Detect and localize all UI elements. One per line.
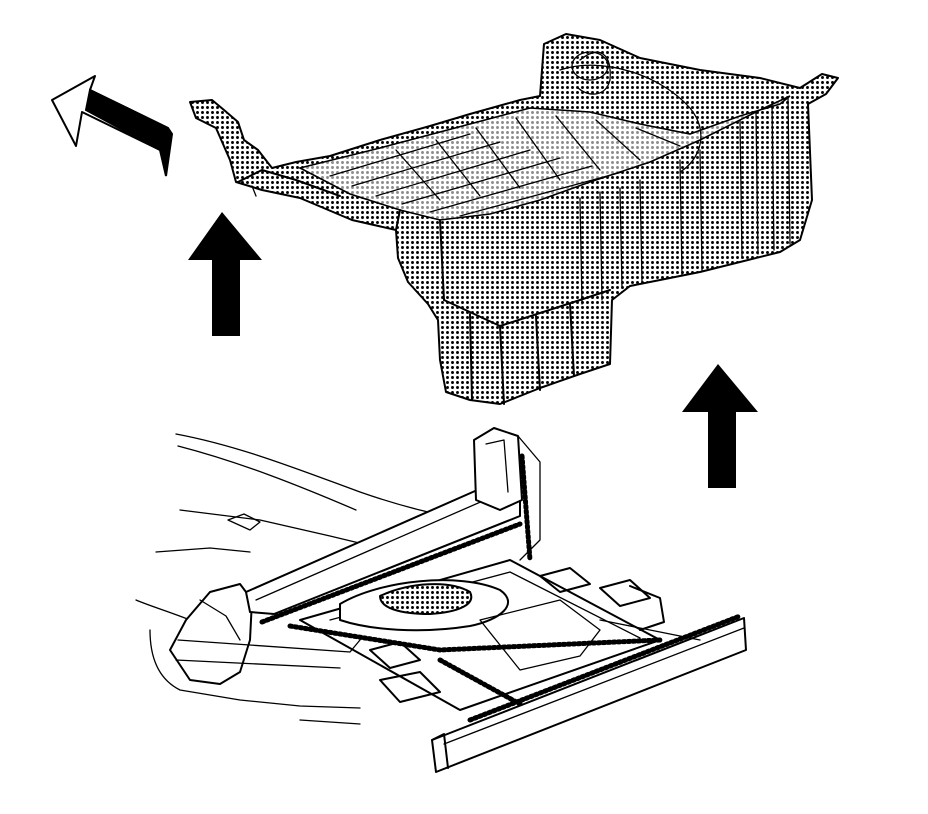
- solid-arrow-up-icon: [682, 364, 758, 488]
- underbody-frame-icon: [135, 427, 747, 773]
- solid-arrow-up-icon: [188, 212, 262, 336]
- hollow-arrow-up-left-icon: [51, 75, 174, 177]
- rear-floor-panel-icon: [189, 33, 839, 405]
